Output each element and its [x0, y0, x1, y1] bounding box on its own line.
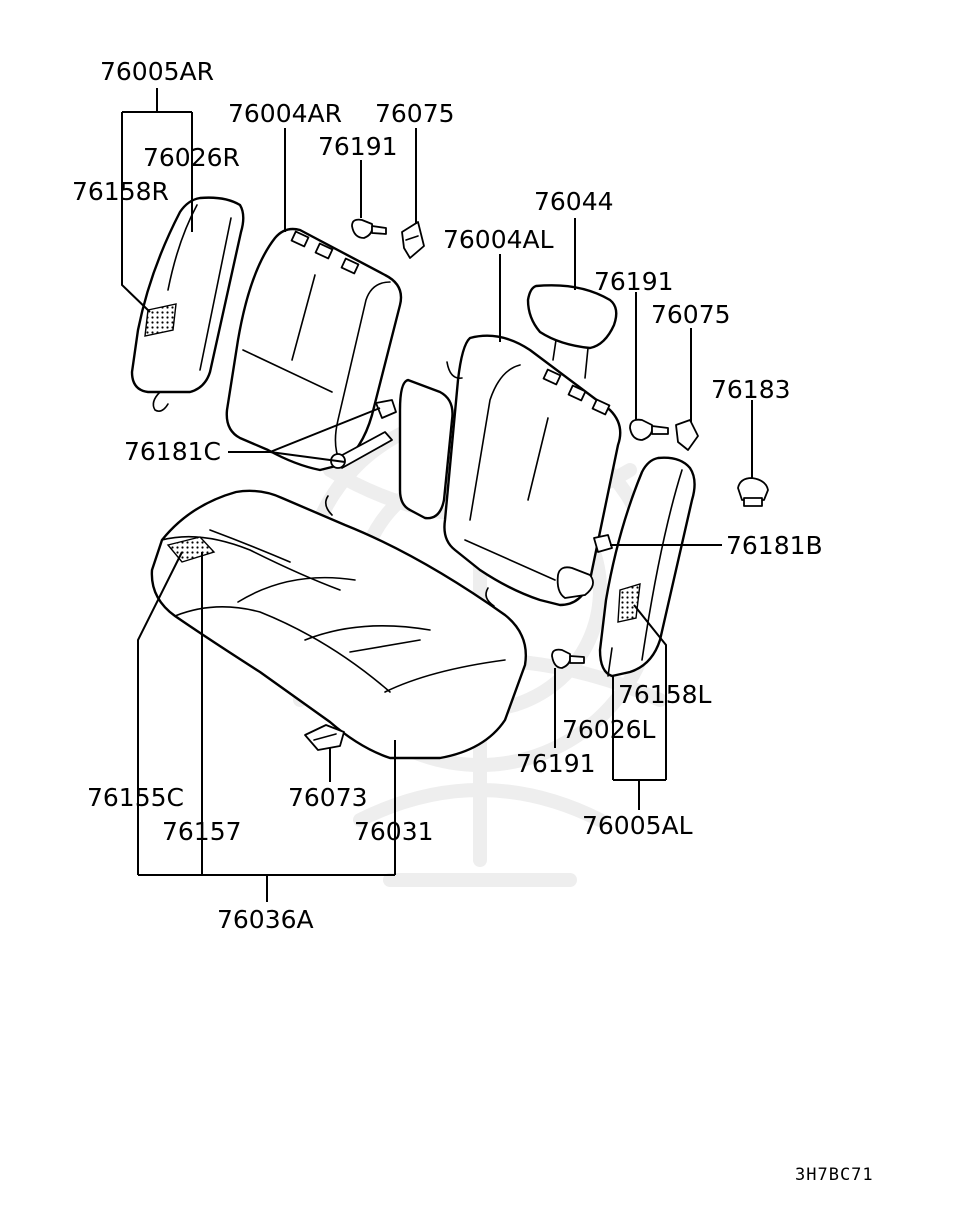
label-76026R: 76026R: [143, 143, 240, 172]
grommet-76183: [737, 477, 769, 507]
label-76075-top: 76075: [375, 99, 455, 128]
label-76004AL: 76004AL: [443, 225, 554, 254]
label-76075-mid: 76075: [651, 300, 731, 329]
headrest-76044: [526, 284, 618, 379]
clip-76191-top: [351, 218, 387, 239]
label-76005AL: 76005AL: [582, 811, 693, 840]
label-76158L: 76158L: [618, 680, 712, 709]
label-76073: 76073: [288, 783, 368, 812]
seat-cushion: [150, 489, 527, 760]
label-76031: 76031: [354, 817, 434, 846]
label-76181B: 76181B: [726, 531, 823, 560]
label-76036A: 76036A: [217, 905, 314, 934]
label-76157: 76157: [162, 817, 242, 846]
label-76155C: 76155C: [87, 783, 184, 812]
side-bolster-left: [598, 456, 696, 678]
clip-76191-low: [551, 648, 585, 669]
label-76004AR: 76004AR: [228, 99, 342, 128]
label-76181C: 76181C: [124, 437, 221, 466]
label-76158R: 76158R: [72, 177, 169, 206]
nut-76181B: [593, 534, 613, 553]
seat-back-left: [398, 334, 622, 607]
label-76044: 76044: [534, 187, 614, 216]
label-76191-low: 76191: [516, 749, 596, 778]
bracket-76075-top: [401, 221, 425, 259]
bracket-76075-mid: [675, 419, 699, 451]
label-76191-top: 76191: [318, 132, 398, 161]
nut-76181C: [375, 399, 397, 419]
label-76005AR: 76005AR: [100, 57, 214, 86]
label-76191-mid: 76191: [594, 267, 674, 296]
label-76026L: 76026L: [562, 715, 656, 744]
figure-code: 3H7BC71: [795, 1165, 874, 1185]
hook-76073: [304, 724, 345, 751]
side-bolster-right: [130, 196, 245, 412]
part-labels: 76005AR 76004AR 76075 76191 76026R 76158…: [72, 57, 823, 934]
seat-back-right: [225, 227, 403, 472]
leader-lines: [121, 88, 753, 902]
clip-76191-mid: [629, 418, 669, 441]
label-76183: 76183: [711, 375, 791, 404]
